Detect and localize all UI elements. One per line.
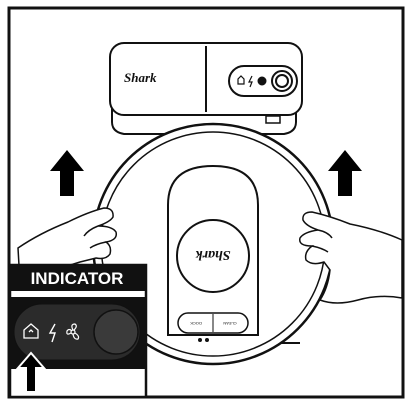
indicator-label: INDICATOR — [31, 269, 124, 288]
indicator-arrow-up — [15, 351, 47, 393]
right-hand-knuckle-2 — [311, 245, 329, 253]
lightning-icon — [48, 323, 56, 343]
robot-logo-circle — [176, 219, 250, 293]
indicator-inset — [8, 263, 148, 399]
dock-indicator-dot — [257, 76, 267, 86]
right-hand-shape — [299, 211, 403, 304]
dock-button-inner — [275, 74, 289, 88]
robot-left-label: DOCK — [190, 321, 202, 326]
fan-icon — [66, 323, 80, 340]
robot-logo: Shark — [195, 247, 230, 262]
arrow-up-left — [50, 150, 84, 196]
right-hand-knuckle-1 — [317, 229, 333, 239]
indicator-header — [10, 265, 146, 291]
up-arrows — [50, 150, 362, 196]
robot-right-label: CLEAN — [223, 321, 236, 326]
left-hand-knuckle-2 — [89, 241, 107, 249]
dock-logo: Shark — [124, 70, 157, 85]
dock-tab — [265, 115, 281, 124]
outer-frame — [7, 6, 405, 399]
dock-lightning-icon — [248, 75, 253, 88]
dock — [109, 42, 303, 135]
robot-light-1 — [198, 338, 202, 342]
indicator-round-button — [93, 309, 139, 355]
left-hand-knuckle-1 — [83, 225, 99, 237]
arrow-up-right — [328, 150, 362, 196]
home-icon — [23, 323, 39, 339]
robot-light-2 — [205, 338, 209, 342]
dock-home-icon — [237, 75, 245, 85]
right-hand — [299, 211, 403, 304]
